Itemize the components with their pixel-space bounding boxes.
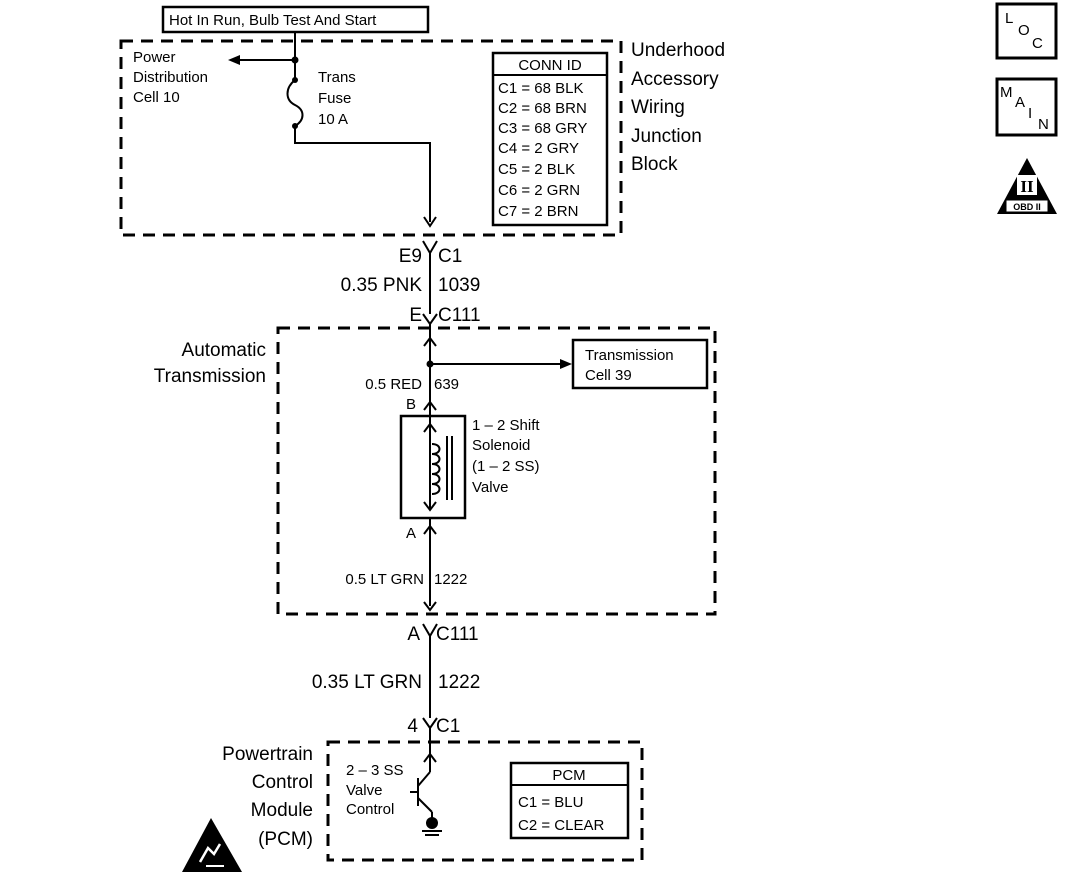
main-icon[interactable]: M A I N — [995, 77, 1058, 137]
svg-text:C: C — [1032, 35, 1043, 52]
underhood-block-outline — [119, 39, 623, 237]
transmission-cell-label: Transmission — [585, 347, 674, 364]
svg-text:A: A — [1015, 94, 1025, 111]
svg-text:Trans: Trans — [318, 69, 356, 86]
wire-1222-internal-size: 0.5 LT GRN — [345, 571, 424, 588]
cell39-arrow-icon — [560, 359, 572, 369]
solenoid-pin-a-arrow-icon — [423, 524, 437, 535]
pcm-driver-transistor — [410, 728, 442, 836]
svg-text:1 – 2 Shift: 1 – 2 Shift — [472, 417, 540, 434]
svg-text:Power: Power — [133, 49, 176, 66]
svg-text:Distribution: Distribution — [133, 69, 208, 86]
wire-1222-size: 0.35 LT GRN — [312, 672, 422, 693]
svg-text:L: L — [1005, 10, 1013, 27]
transmission-outline — [276, 326, 717, 616]
connector-c111-bottom-symbol — [422, 623, 438, 638]
transmission-cell-label: Cell 39 — [585, 367, 632, 384]
connector-c111-top-symbol — [422, 313, 438, 326]
svg-text:Transmission: Transmission — [154, 366, 266, 387]
loc-icon[interactable]: L O C — [995, 2, 1058, 60]
pcm-table-title: PCM — [552, 767, 585, 784]
wire-1039-size: 0.35 PNK — [341, 275, 423, 296]
transmission-cell-box — [571, 338, 709, 390]
svg-text:Accessory: Accessory — [631, 69, 719, 90]
svg-text:Powertrain: Powertrain — [222, 744, 313, 765]
conn-row: C1 = 68 BLK — [498, 80, 583, 97]
svg-text:Module: Module — [251, 800, 313, 821]
connector-c1-label: C1 — [438, 246, 462, 267]
svg-text:Control: Control — [346, 801, 394, 818]
conn-row: C4 = 2 GRY — [498, 140, 579, 157]
pcm-conn-table: PCM C1 = BLU C2 = CLEAR — [509, 761, 630, 840]
trans-entry-arrow-icon — [423, 336, 437, 347]
connector-pcm-c1-symbol — [422, 717, 438, 730]
shift-solenoid-label: 1 – 2 Shift Solenoid (1 – 2 SS) Valve — [472, 417, 540, 496]
underhood-conn-table: CONN ID C1 = 68 BLK C2 = 68 BRN C3 = 68 … — [491, 51, 609, 227]
svg-text:Fuse: Fuse — [318, 90, 351, 107]
wire-1039-circuit: 1039 — [438, 275, 480, 296]
wire-1222-internal-circuit: 1222 — [434, 571, 467, 588]
connector-e-pin: E — [409, 305, 422, 326]
svg-text:Underhood: Underhood — [631, 40, 725, 61]
conn-table-title: CONN ID — [518, 57, 582, 74]
transmission-title: Automatic Transmission — [154, 340, 266, 387]
svg-text:Control: Control — [252, 772, 313, 793]
pcm-conn-row: C1 = BLU — [518, 794, 583, 811]
pcm-outline — [326, 740, 644, 862]
power-dist-arrow-icon — [228, 55, 240, 65]
connector-e9-pin: E9 — [399, 246, 422, 267]
solenoid-pin-b: B — [406, 396, 416, 413]
trans-exit-arrow-icon — [423, 601, 437, 612]
svg-text:Wiring: Wiring — [631, 97, 685, 118]
connector-pcm-c1-label: C1 — [436, 716, 460, 737]
solenoid-pin-b-arrow-icon — [423, 400, 437, 411]
connector-c111-top-label: C111 — [438, 305, 481, 326]
conn-row: C2 = 68 BRN — [498, 100, 587, 117]
conn-row: C6 = 2 GRN — [498, 182, 580, 199]
underhood-block-title: Underhood Accessory Wiring Junction Bloc… — [631, 40, 725, 175]
wire-1222-circuit: 1222 — [438, 672, 480, 693]
pcm-conn-row: C2 = CLEAR — [518, 817, 604, 834]
svg-text:OBD II: OBD II — [1013, 202, 1041, 212]
svg-text:O: O — [1018, 22, 1030, 39]
shift-solenoid — [399, 410, 467, 520]
trans-fuse-label: Trans Fuse 10 A — [318, 69, 356, 128]
svg-text:Junction: Junction — [631, 126, 702, 147]
fuse-out-arrow-icon — [423, 216, 437, 228]
trans-fuse — [286, 60, 431, 222]
svg-text:10 A: 10 A — [318, 111, 348, 128]
connector-c1-symbol — [422, 240, 438, 255]
power-distribution-label: Power Distribution Cell 10 — [133, 49, 208, 106]
svg-text:Automatic: Automatic — [182, 340, 266, 361]
solenoid-pin-a: A — [406, 525, 416, 542]
obd-ii-icon[interactable]: II OBD II — [997, 158, 1057, 214]
wire-639-circuit: 639 — [434, 376, 459, 393]
pcm-driver-label: 2 – 3 SS Valve Control — [346, 762, 404, 818]
svg-text:(PCM): (PCM) — [258, 829, 313, 850]
connector-pcm-pin: 4 — [407, 716, 418, 737]
svg-text:Solenoid: Solenoid — [472, 437, 530, 454]
svg-text:N: N — [1038, 116, 1049, 133]
wire-639-size: 0.5 RED — [365, 376, 422, 393]
conn-row: C5 = 2 BLK — [498, 161, 575, 178]
svg-text:Cell 10: Cell 10 — [133, 89, 180, 106]
pcm-title: Powertrain Control Module (PCM) — [222, 744, 313, 850]
supply-label: Hot In Run, Bulb Test And Start — [169, 12, 377, 29]
svg-text:II: II — [1020, 177, 1034, 196]
svg-text:Valve: Valve — [472, 479, 508, 496]
svg-text:(1 – 2 SS): (1 – 2 SS) — [472, 458, 540, 475]
svg-text:Valve: Valve — [346, 782, 382, 799]
conn-row: C3 = 68 GRY — [498, 120, 587, 137]
svg-text:M: M — [1000, 84, 1013, 101]
svg-text:I: I — [1028, 105, 1032, 122]
svg-text:2 – 3 SS: 2 – 3 SS — [346, 762, 404, 779]
connector-a-pin: A — [407, 624, 420, 645]
conn-row: C7 = 2 BRN — [498, 203, 578, 220]
esd-warning-icon — [182, 818, 242, 872]
connector-c111-bottom-label: C111 — [436, 624, 479, 645]
svg-text:Block: Block — [631, 154, 678, 175]
